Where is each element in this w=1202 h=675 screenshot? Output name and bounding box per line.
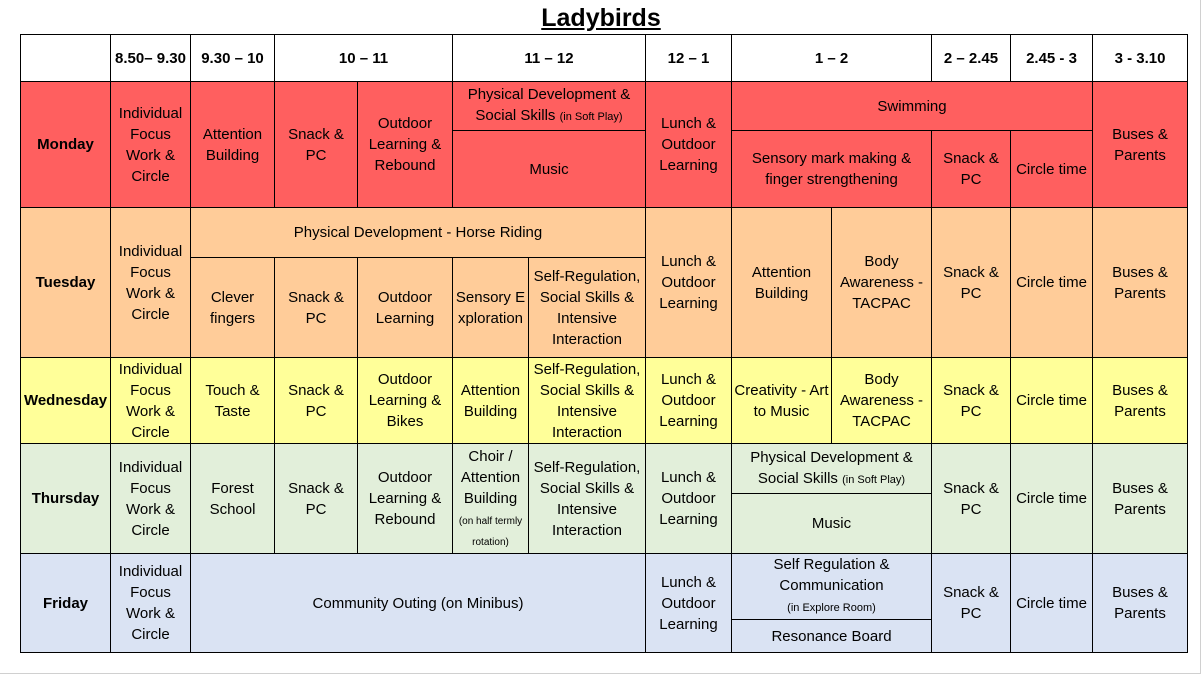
header-time: 11 – 12 bbox=[452, 34, 646, 82]
cell-snack-pc: Snack & PC bbox=[931, 207, 1011, 358]
cell-creativity: Creativity - Art to Music bbox=[731, 357, 832, 444]
physdev-note: (in Soft Play) bbox=[842, 473, 906, 486]
cell-forest-school: Forest School bbox=[190, 443, 275, 554]
wednesday-row: Wednesday Individual Focus Work & Circle… bbox=[20, 357, 1188, 444]
selfreg-text: Self Regulation & Communication bbox=[773, 556, 890, 594]
cell-buses: Buses & Parents bbox=[1092, 553, 1188, 653]
cell-music: Music bbox=[452, 130, 646, 208]
cell-physical-development: Physical Development & Social Skills (in… bbox=[452, 81, 646, 131]
choir-note: (on half termly rotation) bbox=[458, 516, 523, 548]
cell-buses: Buses & Parents bbox=[1092, 357, 1188, 444]
physdev-note: (in Soft Play) bbox=[559, 111, 623, 123]
cell-outdoor-learning: Outdoor Learning & Bikes bbox=[357, 357, 453, 444]
cell-buses: Buses & Parents bbox=[1092, 443, 1188, 554]
cell-attention-building: Attention Building bbox=[452, 357, 529, 444]
cell-snack-pc: Snack & PC bbox=[931, 553, 1011, 653]
cell-body-awareness: Body Awareness - TACPAC bbox=[831, 207, 932, 358]
cell-outdoor-learning: Outdoor Learning bbox=[357, 257, 453, 358]
day-label: Monday bbox=[20, 81, 111, 208]
choir-text: Choir / Attention Building bbox=[460, 448, 521, 507]
cell-lunch: Lunch & Outdoor Learning bbox=[645, 81, 732, 208]
day-label: Wednesday bbox=[20, 357, 111, 444]
tuesday-row: Tuesday Individual Focus Work & Circle P… bbox=[20, 207, 1188, 358]
cell-snack-pc: Snack & PC bbox=[274, 443, 358, 554]
cell-attention-building: Attention Building bbox=[190, 81, 275, 208]
header-row: 8.50– 9.30 9.30 – 10 10 – 11 11 – 12 12 … bbox=[20, 34, 1188, 82]
corner-cell bbox=[20, 34, 111, 82]
cell-lunch: Lunch & Outdoor Learning bbox=[645, 443, 732, 554]
cell-lunch: Lunch & Outdoor Learning bbox=[645, 553, 732, 653]
day-label: Thursday bbox=[20, 443, 111, 554]
cell-resonance-board: Resonance Board bbox=[731, 619, 932, 653]
cell-clever-fingers: Clever fingers bbox=[190, 257, 275, 358]
header-time: 2 – 2.45 bbox=[931, 34, 1011, 82]
cell-buses: Buses & Parents bbox=[1092, 81, 1188, 208]
cell-self-regulation: Self-Regulation, Social Skills & Intensi… bbox=[528, 257, 646, 358]
physdev-text: Physical Development & Social Skills bbox=[467, 86, 631, 124]
header-time: 8.50– 9.30 bbox=[110, 34, 191, 82]
friday-row: Friday Individual Focus Work & Circle Co… bbox=[20, 553, 1188, 653]
cell-choir: Choir / Attention Building (on half terml… bbox=[452, 443, 529, 554]
cell-circle-time: Circle time bbox=[1010, 553, 1093, 653]
cell-snack-pc: Snack & PC bbox=[931, 357, 1011, 444]
cell-sensory-mark-making: Sensory mark making & finger strengtheni… bbox=[731, 130, 932, 208]
cell-individual-focus: Individual Focus Work & Circle bbox=[110, 443, 191, 554]
title-text: Ladybirds bbox=[541, 4, 661, 32]
cell-music: Music bbox=[731, 493, 932, 554]
header-time: 2.45 - 3 bbox=[1010, 34, 1093, 82]
cell-attention-building: Attention Building bbox=[731, 207, 832, 358]
cell-individual-focus: Individual Focus Work & Circle bbox=[110, 81, 191, 208]
cell-self-regulation: Self-Regulation, Social Skills & Intensi… bbox=[528, 357, 646, 444]
cell-swimming: Swimming bbox=[731, 81, 1093, 131]
cell-horse-riding: Physical Development - Horse Riding bbox=[190, 207, 646, 258]
cell-circle-time: Circle time bbox=[1010, 443, 1093, 554]
cell-snack-pc: Snack & PC bbox=[931, 443, 1011, 554]
cell-lunch: Lunch & Outdoor Learning bbox=[645, 207, 732, 358]
cell-circle-time: Circle time bbox=[1010, 130, 1093, 208]
cell-lunch: Lunch & Outdoor Learning bbox=[645, 357, 732, 444]
header-time: 9.30 – 10 bbox=[190, 34, 275, 82]
cell-individual-focus: Individual Focus Work & Circle bbox=[110, 357, 191, 444]
cell-snack-pc: Snack & PC bbox=[274, 81, 358, 208]
day-label: Tuesday bbox=[20, 207, 111, 358]
header-time: 3 - 3.10 bbox=[1092, 34, 1188, 82]
cell-self-regulation: Self Regulation & Communication (in Explo… bbox=[731, 553, 932, 620]
cell-physical-development: Physical Development & Social Skills (in… bbox=[731, 443, 932, 494]
page-title: Ladybirds bbox=[0, 4, 1202, 33]
header-time: 12 – 1 bbox=[645, 34, 732, 82]
cell-outdoor-learning: Outdoor Learning & Rebound bbox=[357, 443, 453, 554]
header-time: 10 – 11 bbox=[274, 34, 453, 82]
day-label: Friday bbox=[20, 553, 111, 653]
monday-row: Monday Individual Focus Work & Circle At… bbox=[20, 81, 1188, 208]
cell-touch-taste: Touch & Taste bbox=[190, 357, 275, 444]
cell-sensory-exploration: Sensory Exploration bbox=[452, 257, 529, 358]
selfreg-note: (in Explore Room) bbox=[787, 602, 876, 614]
cell-community-outing: Community Outing (on Minibus) bbox=[190, 553, 646, 653]
cell-buses: Buses & Parents bbox=[1092, 207, 1188, 358]
cell-snack-pc: Snack & PC bbox=[274, 257, 358, 358]
thursday-row: Thursday Individual Focus Work & Circle … bbox=[20, 443, 1188, 554]
cell-individual-focus: Individual Focus Work & Circle bbox=[110, 207, 191, 358]
physdev-text: Physical Development & Social Skills bbox=[750, 448, 913, 487]
cell-snack-pc: Snack & PC bbox=[274, 357, 358, 444]
cell-outdoor-learning: Outdoor Learning & Rebound bbox=[357, 81, 453, 208]
cell-individual-focus: Individual Focus Work & Circle bbox=[110, 553, 191, 653]
cell-circle-time: Circle time bbox=[1010, 207, 1093, 358]
cell-circle-time: Circle time bbox=[1010, 357, 1093, 444]
cell-body-awareness: Body Awareness - TACPAC bbox=[831, 357, 932, 444]
header-time: 1 – 2 bbox=[731, 34, 932, 82]
timetable: 8.50– 9.30 9.30 – 10 10 – 11 11 – 12 12 … bbox=[20, 34, 1188, 653]
cell-self-regulation: Self-Regulation, Social Skills & Intensi… bbox=[528, 443, 646, 554]
cell-snack-pc: Snack & PC bbox=[931, 130, 1011, 208]
